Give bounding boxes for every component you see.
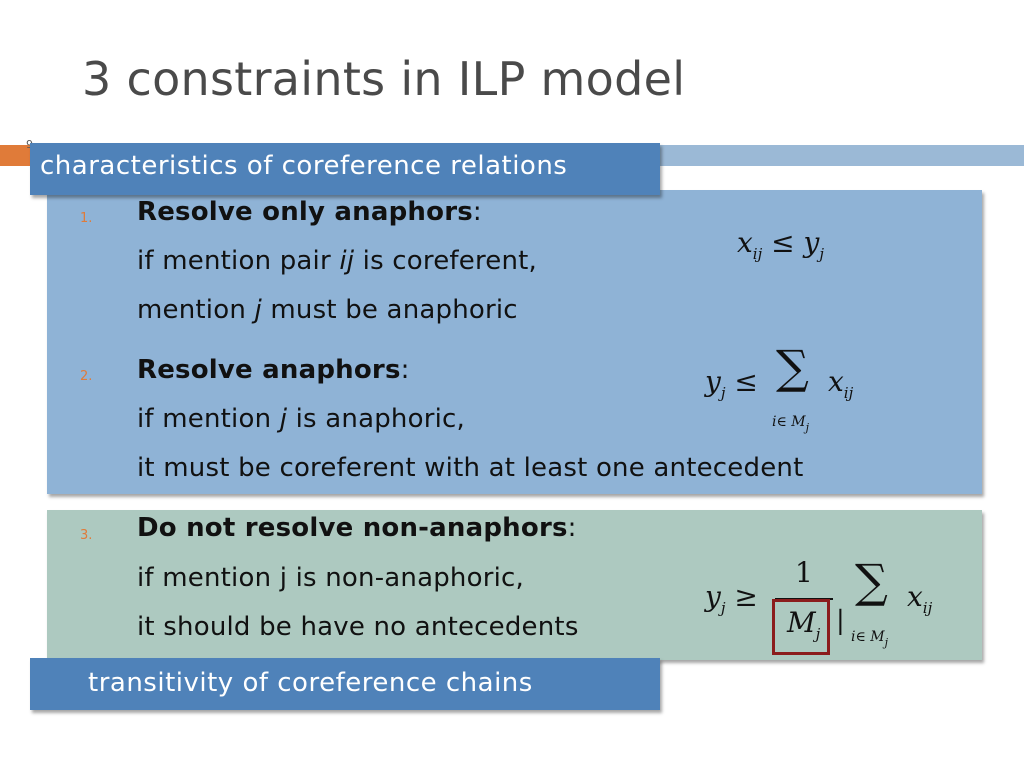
item-3-line-2: if mention j is non-anaphoric, bbox=[137, 563, 524, 593]
slide-title: 3 constraints in ILP model bbox=[82, 52, 686, 106]
item-1-heading: Resolve only anaphors: bbox=[137, 197, 482, 227]
accent-bar-right bbox=[660, 145, 1024, 166]
formula-2-sum: ∑ bbox=[776, 340, 809, 394]
formula-3-sum-index: i∈ Mj bbox=[851, 629, 889, 649]
formula-2-lhs: yj ≤ bbox=[705, 365, 758, 402]
header-transitivity: transitivity of coreference chains bbox=[30, 658, 660, 710]
item-number-1: 1. bbox=[80, 211, 93, 226]
formula-3-numerator: 1 bbox=[795, 556, 813, 589]
formula-3-lhs: yj ≥ bbox=[705, 580, 758, 617]
item-3-line-3: it should be have no antecedents bbox=[137, 612, 579, 642]
item-1-line-2: if mention pair ij is coreferent, bbox=[137, 246, 538, 276]
formula-2-rhs: xij bbox=[828, 365, 854, 402]
item-1-line-3: mention j must be anaphoric bbox=[137, 295, 518, 325]
header-coreference-relations: characteristics of coreference relations bbox=[30, 143, 660, 195]
formula-3-rhs: xij bbox=[907, 580, 933, 617]
item-2-line-3: it must be coreferent with at least one … bbox=[137, 453, 804, 483]
item-2-line-2: if mention j is anaphoric, bbox=[137, 404, 465, 434]
formula-2-sum-index: i∈ Mj bbox=[772, 414, 810, 434]
item-3-heading: Do not resolve non-anaphors: bbox=[137, 513, 577, 543]
slide-number: 9 bbox=[26, 138, 33, 151]
item-number-3: 3. bbox=[80, 528, 93, 543]
accent-bar-left bbox=[0, 145, 30, 166]
formula-3-denominator: Mj bbox=[787, 606, 821, 643]
formula-1: xij ≤ yj bbox=[737, 226, 825, 263]
highlight-box bbox=[772, 599, 830, 655]
item-number-2: 2. bbox=[80, 369, 93, 384]
constraints-panel-green bbox=[47, 510, 982, 660]
item-2-heading: Resolve anaphors: bbox=[137, 355, 410, 385]
formula-3-bar: | bbox=[836, 606, 845, 636]
constraints-panel-blue bbox=[47, 190, 982, 494]
formula-3-sum: ∑ bbox=[855, 554, 888, 608]
